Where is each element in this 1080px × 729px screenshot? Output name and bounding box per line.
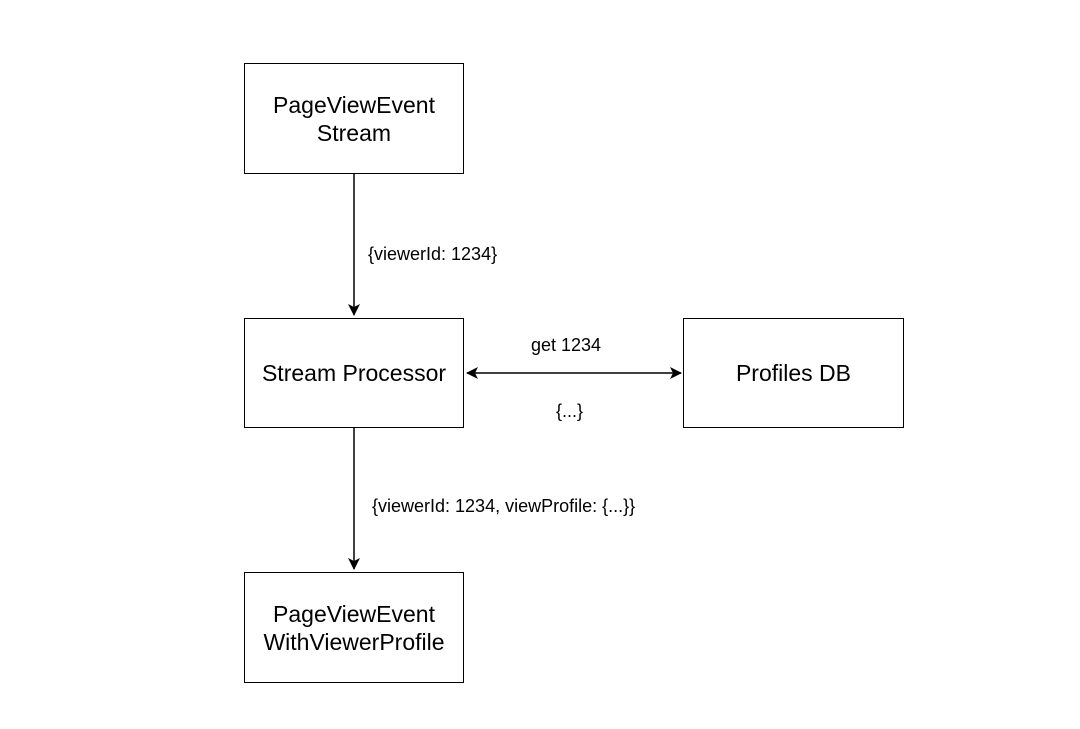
node-stream-processor-label: Stream Processor xyxy=(261,360,447,386)
edge-label-processor-to-output: {viewerId: 1234, viewProfile: {...}} xyxy=(372,496,636,516)
edge-label-processor-to-db: get 1234 xyxy=(531,335,602,355)
node-profiles-db-label: Profiles DB xyxy=(735,360,852,386)
node-pageview-event-stream-line1: PageViewEvent xyxy=(273,91,435,118)
node-stream-processor: Stream Processor xyxy=(244,318,464,428)
node-pageview-event-with-viewer-profile: PageViewEvent WithViewerProfile xyxy=(244,572,464,683)
node-profiles-db: Profiles DB xyxy=(683,318,904,428)
node-pageview-event-stream: PageViewEvent Stream xyxy=(244,63,464,174)
edge-label-stream-to-processor: {viewerId: 1234} xyxy=(368,244,498,264)
node-pageview-event-with-viewer-profile-line1: PageViewEvent xyxy=(273,600,435,627)
edge-label-db-to-processor: {...} xyxy=(556,401,584,421)
node-pageview-event-stream-line2: Stream xyxy=(316,119,392,146)
node-pageview-event-with-viewer-profile-line2: WithViewerProfile xyxy=(263,628,445,655)
